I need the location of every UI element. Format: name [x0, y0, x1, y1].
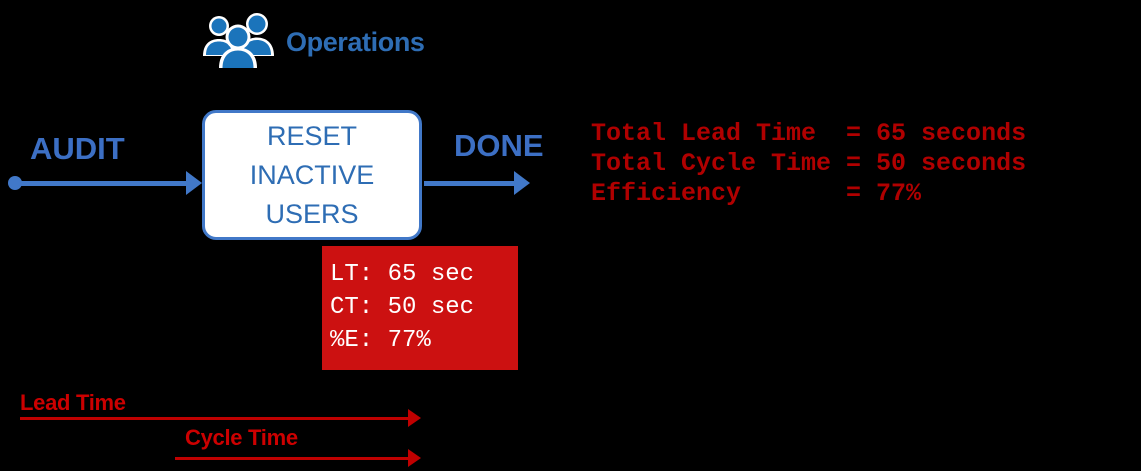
summary-metrics-block: Total Lead Time = 65 seconds Total Cycle… [591, 119, 1026, 209]
timeline-cycle-time-arrow-icon [408, 449, 421, 467]
timeline-lead-time-label: Lead Time [20, 390, 126, 415]
output-flow-label: DONE [454, 128, 544, 163]
swimlane-header-operations: Operations [200, 8, 440, 70]
data-box-efficiency: %E: 77% [330, 327, 431, 354]
timeline-lead-time-arrow-icon [408, 409, 421, 427]
output-flow-arrow-icon [514, 171, 530, 195]
flow-start-dot-icon [8, 176, 22, 190]
input-flow-arrow-icon [186, 171, 202, 195]
process-label-line-2: INACTIVE [249, 159, 375, 190]
process-box-label: RESET INACTIVE USERS [250, 117, 375, 234]
timeline-cycle-time-line [175, 457, 410, 460]
input-flow-line [16, 181, 196, 186]
process-data-box: LT: 65 sec CT: 50 sec %E: 77% [322, 246, 518, 370]
summary-total-lead-time: Total Lead Time = 65 seconds [591, 119, 1027, 148]
data-box-cycle-time: CT: 50 sec [330, 294, 475, 321]
data-box-lead-time: LT: 65 sec [330, 261, 475, 288]
process-label-line-1: RESET [266, 120, 358, 151]
process-label-line-3: USERS [265, 198, 359, 229]
output-flow-line [424, 181, 516, 186]
summary-efficiency: Efficiency = 77% [591, 179, 922, 208]
timeline-lead-time-line [20, 417, 410, 420]
process-box-reset-inactive-users[interactable]: RESET INACTIVE USERS [202, 110, 422, 240]
input-flow-label: AUDIT [30, 131, 125, 166]
swimlane-label: Operations [286, 27, 425, 57]
timeline-cycle-time-label: Cycle Time [185, 425, 298, 450]
summary-total-cycle-time: Total Cycle Time = 50 seconds [591, 149, 1027, 178]
group-of-people-icon [200, 13, 278, 68]
